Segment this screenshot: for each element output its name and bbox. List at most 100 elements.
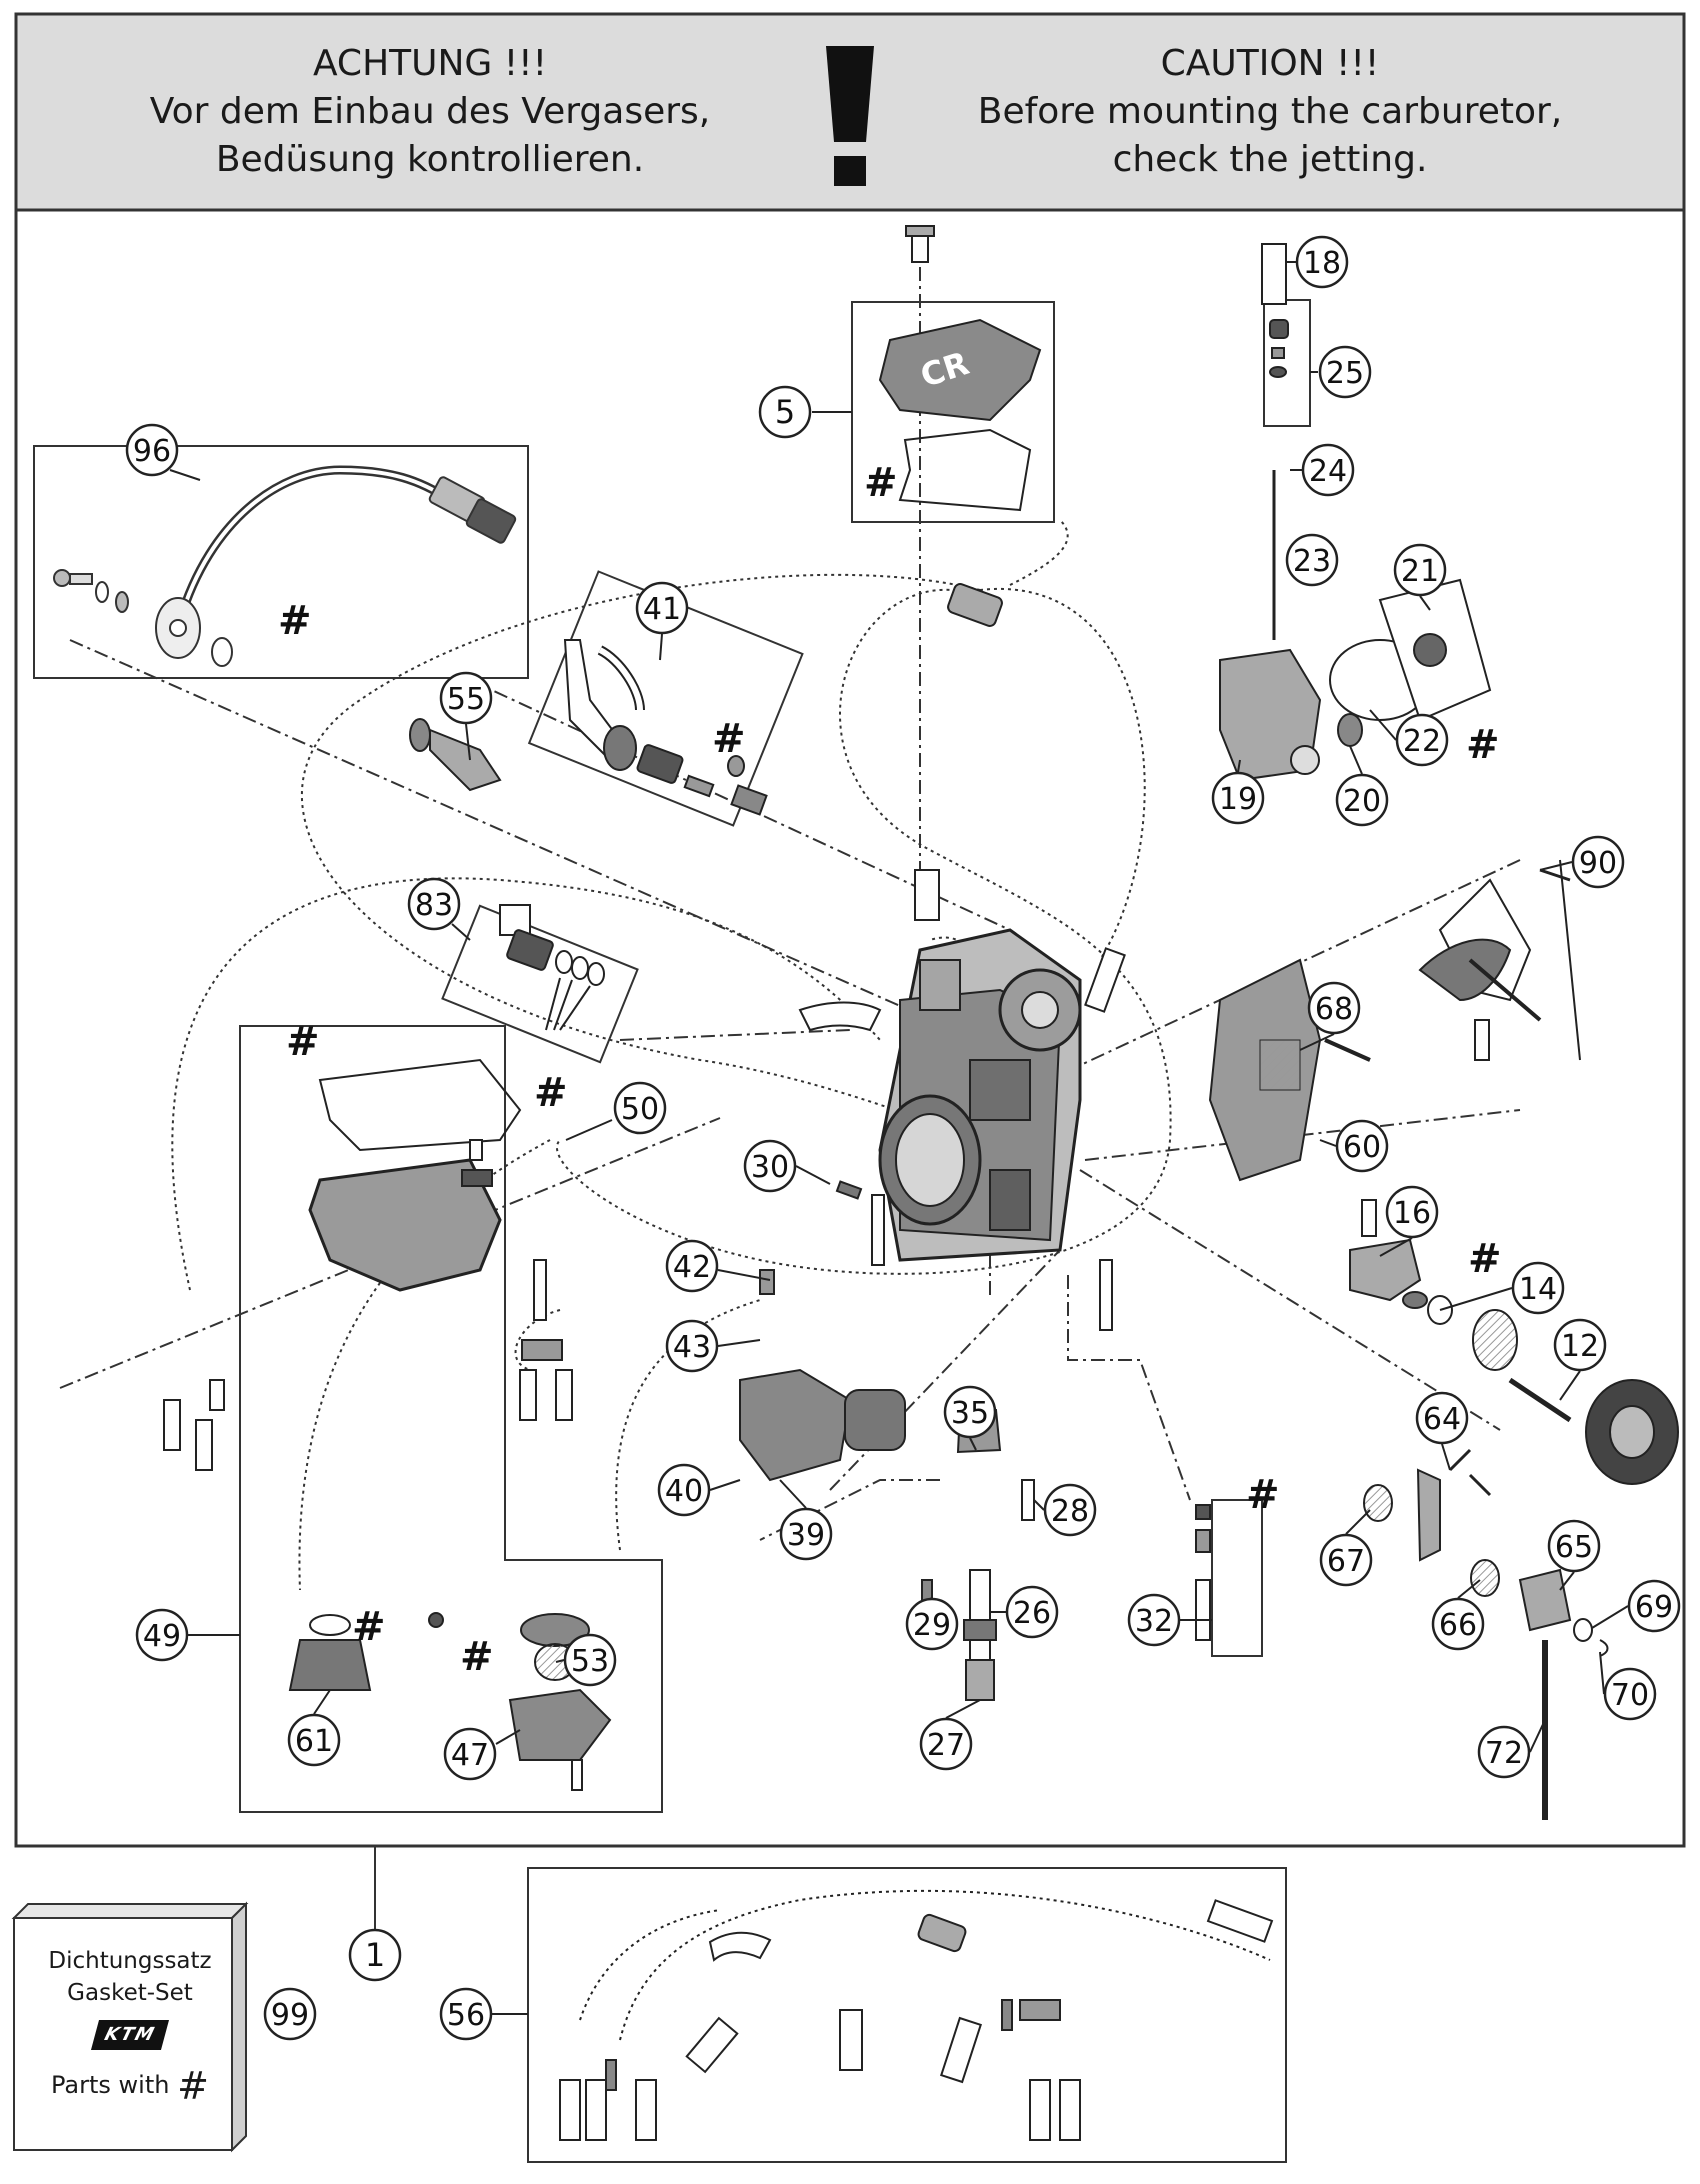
callout-number-49: 49 — [143, 1619, 181, 1654]
callout-16: 16 — [1385, 1185, 1439, 1239]
throttle-sensor-cable — [53, 465, 517, 667]
callout-number-70: 70 — [1611, 1678, 1649, 1713]
caution-title-english: CAUTION !!! — [1160, 42, 1380, 84]
callout-leader-83 — [451, 923, 471, 941]
carburetor-body — [798, 928, 1126, 1262]
callout-circle-83 — [407, 877, 461, 931]
callout-number-18: 18 — [1303, 246, 1341, 281]
callout-69: 69 — [1627, 1579, 1681, 1633]
callout-70: 70 — [1603, 1667, 1657, 1721]
callout-leader-42 — [717, 1269, 771, 1281]
callout-circle-24 — [1301, 443, 1355, 497]
callout-32: 32 — [1127, 1593, 1181, 1647]
callout-circle-35 — [943, 1385, 997, 1439]
callout-12: 12 — [1553, 1318, 1607, 1372]
callout-47: 47 — [443, 1727, 497, 1781]
callout-number-65: 65 — [1555, 1530, 1593, 1565]
callout-29: 29 — [905, 1597, 959, 1651]
callout-25: 25 — [1318, 345, 1372, 399]
callout-41: 41 — [635, 581, 689, 635]
callout-number-90: 90 — [1579, 846, 1617, 881]
gasket-kit-line1: Dichtungssatz — [48, 1948, 212, 1974]
callout-leader-66 — [1457, 1579, 1481, 1599]
throttle-cover-parts — [1208, 859, 1679, 1820]
hash-marker-53: # — [460, 1634, 494, 1680]
hash-marker-5: # — [864, 460, 898, 506]
callout-number-69: 69 — [1635, 1590, 1673, 1625]
callout-circle-69 — [1627, 1579, 1681, 1633]
hash-marker-96: # — [278, 598, 312, 644]
callout-leader-43 — [717, 1339, 761, 1347]
gasket-kit-parts-with: Parts with # — [18, 2067, 242, 2105]
caution-line2-english: check the jetting. — [1112, 138, 1428, 180]
group-box-49 — [239, 1025, 663, 1813]
callout-64: 64 — [1415, 1391, 1469, 1445]
hash-marker-83: # — [534, 1070, 568, 1116]
callout-circle-40 — [657, 1463, 711, 1517]
callout-number-60: 60 — [1343, 1130, 1381, 1165]
callout-leader-21 — [1419, 595, 1431, 611]
callout-leader-30 — [795, 1165, 831, 1185]
group-box-32 — [1211, 1499, 1263, 1657]
jet-parts — [739, 1180, 1211, 1701]
callout-circle-29 — [905, 1597, 959, 1651]
accelerator-pump-assembly — [1219, 243, 1492, 782]
callout-leader-12 — [1559, 1370, 1581, 1401]
callout-circle-68 — [1307, 981, 1361, 1035]
callout-50: 50 — [613, 1081, 667, 1135]
callout-circle-65 — [1547, 1519, 1601, 1573]
callout-leader-55 — [465, 723, 471, 761]
callout-circle-18 — [1295, 235, 1349, 289]
callout-circle-32 — [1127, 1593, 1181, 1647]
float-bowl-group — [163, 1058, 612, 1791]
callout-circle-39 — [779, 1507, 833, 1561]
callout-43: 43 — [665, 1319, 719, 1373]
callout-68: 68 — [1307, 981, 1361, 1035]
group-box-41 — [527, 570, 804, 827]
callout-leader-70 — [1599, 1651, 1605, 1695]
callout-number-43: 43 — [673, 1330, 711, 1365]
group-box-96 — [33, 445, 529, 679]
group-box-83 — [441, 904, 639, 1064]
callout-number-25: 25 — [1326, 356, 1364, 391]
callout-number-14: 14 — [1519, 1272, 1557, 1307]
callout-number-19: 19 — [1219, 782, 1257, 817]
hash-marker-22: # — [1466, 722, 1500, 768]
callout-leader-65 — [1559, 1571, 1575, 1591]
callout-circle-21 — [1393, 543, 1447, 597]
caution-line1-english: Before mounting the carburetor, — [977, 90, 1563, 132]
callout-number-39: 39 — [787, 1518, 825, 1553]
callout-27: 27 — [919, 1717, 973, 1771]
callout-circle-49 — [135, 1608, 189, 1662]
callout-leader-68 — [1299, 1033, 1335, 1051]
callout-circle-90 — [1571, 835, 1625, 889]
hash-marker-41: # — [712, 716, 746, 762]
callout-55: 55 — [439, 671, 493, 725]
callout-99: 99 — [263, 1987, 317, 2041]
callout-number-1: 1 — [365, 1936, 385, 1974]
callout-leader-64 — [1441, 1443, 1451, 1471]
cable-end — [914, 869, 940, 921]
callout-circle-99 — [263, 1987, 317, 2041]
callout-number-35: 35 — [951, 1396, 989, 1431]
caution-line2-german: Bedüsung kontrollieren. — [215, 138, 645, 180]
callout-number-83: 83 — [415, 888, 453, 923]
callout-leader-16 — [1379, 1237, 1413, 1257]
callout-65: 65 — [1547, 1519, 1601, 1573]
callout-72: 72 — [1477, 1725, 1531, 1779]
callout-number-23: 23 — [1293, 544, 1331, 579]
callout-circle-55 — [439, 671, 493, 725]
gasket-kit-line2: Gasket-Set — [67, 1980, 193, 2006]
callout-number-67: 67 — [1327, 1544, 1365, 1579]
callout-42: 42 — [665, 1239, 719, 1293]
callout-leader-27 — [945, 1699, 981, 1719]
hash-marker-61: # — [352, 1604, 386, 1650]
main-frame — [14, 208, 1686, 1848]
callout-circle-20 — [1335, 773, 1389, 827]
callout-number-40: 40 — [665, 1474, 703, 1509]
callout-circle-60 — [1335, 1119, 1389, 1173]
top-cover-part: CR — [878, 225, 1042, 512]
callout-40: 40 — [657, 1463, 711, 1517]
callout-number-53: 53 — [571, 1644, 609, 1679]
callout-61: 61 — [287, 1713, 341, 1767]
